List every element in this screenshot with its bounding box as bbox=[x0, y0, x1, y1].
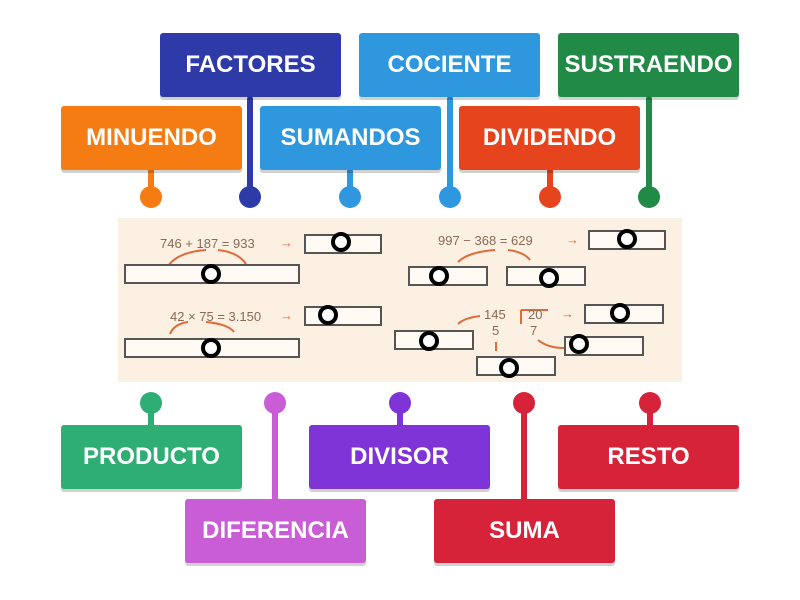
drop-target-division-remainder[interactable] bbox=[499, 358, 519, 378]
drop-target-addition-terms[interactable] bbox=[201, 264, 221, 284]
drop-target-addition-result[interactable] bbox=[331, 232, 351, 252]
multiplication-result-box bbox=[304, 306, 382, 326]
division-remainder: 5 bbox=[492, 323, 500, 338]
label-minuendo[interactable]: MINUENDO bbox=[61, 106, 242, 170]
drop-target-subtraction-result[interactable] bbox=[617, 229, 637, 249]
label-diferencia[interactable]: DIFERENCIA bbox=[185, 499, 366, 563]
label-sustraendo[interactable]: SUSTRAENDO bbox=[558, 33, 739, 97]
arrows-layer bbox=[167, 249, 565, 351]
multiplication-equation: 42 × 75 = 3.150 bbox=[170, 309, 262, 324]
label-dividendo[interactable]: DIVIDENDO bbox=[459, 106, 640, 170]
drop-target-multiplication-factors[interactable] bbox=[201, 338, 221, 358]
multiplication-arrow-icon: → bbox=[280, 308, 293, 323]
drop-target-division-divisor[interactable] bbox=[610, 303, 630, 323]
division-arrow-icon: → bbox=[561, 306, 574, 321]
division-quotient: 7 bbox=[530, 323, 538, 338]
label-divisor[interactable]: DIVISOR bbox=[309, 425, 490, 489]
subtraction-equation: 997 − 368 = 629 bbox=[438, 233, 533, 248]
division-divisor: 20 bbox=[528, 307, 543, 322]
label-suma[interactable]: SUMA bbox=[434, 499, 615, 563]
drop-target-subtraction-subtrahend[interactable] bbox=[539, 268, 559, 288]
addition-arrow-icon: → bbox=[280, 235, 293, 250]
division-dividend: 145 bbox=[484, 307, 506, 322]
drop-target-subtraction-minuend[interactable] bbox=[429, 266, 449, 286]
label-sumandos[interactable]: SUMANDOS bbox=[260, 106, 441, 170]
drop-target-division-dividend[interactable] bbox=[419, 331, 439, 351]
label-factores[interactable]: FACTORES bbox=[160, 33, 341, 97]
label-cociente[interactable]: COCIENTE bbox=[359, 33, 540, 97]
operations-image: 746 + 187 = 933 → 997 − 368 = 629 → 42 ×… bbox=[118, 218, 682, 382]
label-producto[interactable]: PRODUCTO bbox=[61, 425, 242, 489]
subtraction-arrow-icon: → bbox=[566, 232, 579, 247]
addition-equation: 746 + 187 = 933 bbox=[160, 236, 255, 251]
label-resto[interactable]: RESTO bbox=[558, 425, 739, 489]
drop-target-division-quotient[interactable] bbox=[569, 334, 589, 354]
drop-target-multiplication-result[interactable] bbox=[318, 305, 338, 325]
